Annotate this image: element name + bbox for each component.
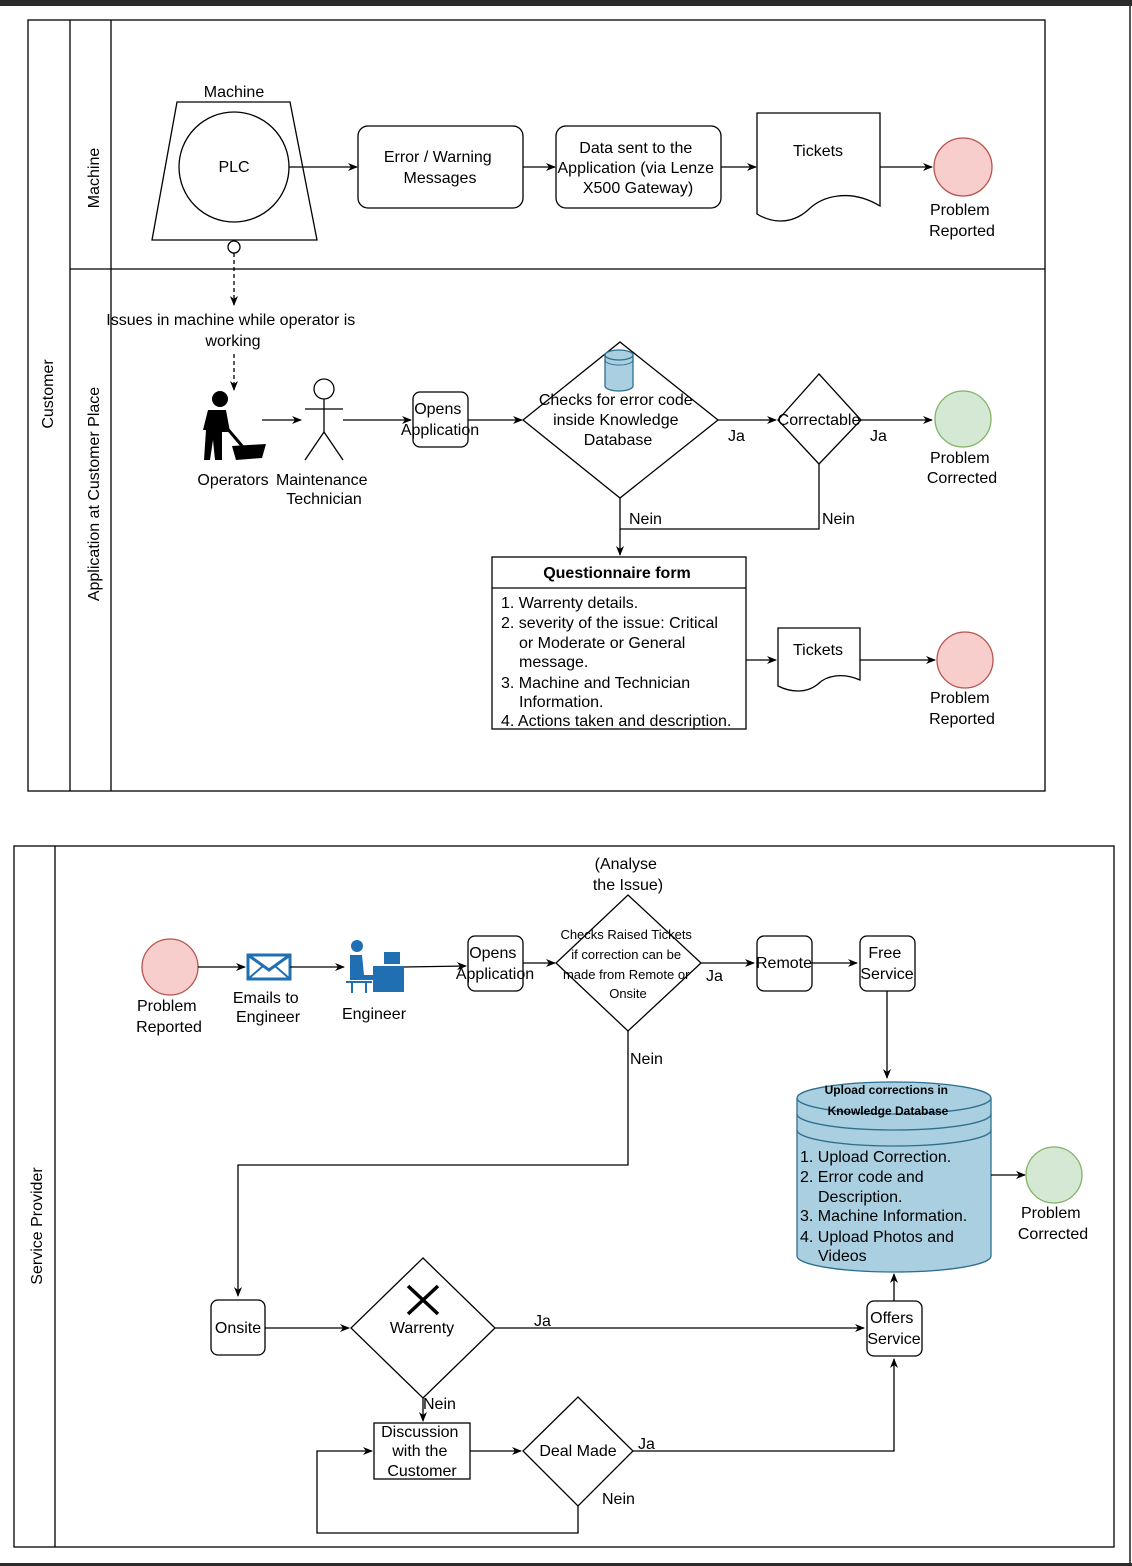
machine-label: Machine [204, 84, 265, 101]
offers-service-label: Offers Service [867, 1310, 920, 1348]
window-right-edge [1129, 6, 1131, 1563]
ja-warrenty-label: Ja [534, 1313, 551, 1330]
error-messages-label: Error / Warning Messages [384, 149, 496, 187]
plc-label: PLC [218, 159, 249, 176]
tickets-document-2[interactable] [777, 627, 861, 692]
ja-label-2: Ja [870, 428, 887, 445]
data-sent-label: Data sent to the Application (via Lenze … [558, 140, 719, 197]
problem-corrected-label-2: Problem Corrected [1018, 1205, 1088, 1243]
problem-corrected-event-1[interactable] [934, 390, 992, 448]
deal-made-label: Deal Made [539, 1443, 616, 1460]
arrow-deal-loop-to-discussion [316, 1447, 579, 1534]
correctable-label: Correctable [778, 412, 861, 429]
discussion-label: Discussion with the Customer [381, 1424, 463, 1480]
service-provider-label: Service Provider [29, 1167, 46, 1285]
tickets-label-1: Tickets [793, 143, 843, 160]
problem-reported-event-2[interactable] [936, 631, 994, 689]
engineer-desk-icon [346, 940, 404, 993]
window-bottom-bar [0, 1563, 1132, 1566]
application-lane: Issues in machine while operator is work… [106, 312, 997, 730]
knowledge-database-cylinder[interactable] [796, 1081, 992, 1273]
checks-error-label: Checks for error code inside Knowledge D… [539, 392, 697, 449]
opens-application-label-1: Opens Application [401, 401, 479, 439]
tickets-label-2: Tickets [793, 642, 843, 659]
window-top-bar [0, 0, 1132, 6]
machine-boundary-event [227, 240, 241, 254]
problem-reported-event-3[interactable] [141, 938, 199, 996]
problem-reported-label-1: Problem Reported [929, 202, 995, 240]
customer-pool-label: Customer [40, 359, 57, 429]
ja-label-1: Ja [728, 428, 745, 445]
analyse-note: (Analyse the Issue) [593, 856, 663, 894]
problem-reported-label-3: Problem Reported [136, 998, 202, 1036]
arrow-checks-to-onsite [234, 1031, 629, 1297]
upload-items: 1. Upload Correction. 2. Error code and … [800, 1149, 972, 1265]
upload-title: Upload corrections in Knowledge Database [825, 1083, 952, 1118]
free-service-label: Free Service [860, 945, 913, 983]
arrow-engineer-to-opens [403, 962, 467, 971]
warrenty-label: Warrenty [390, 1320, 454, 1337]
operator-worker-icon [203, 391, 266, 460]
nein-deal-label: Nein [602, 1491, 635, 1508]
opens-application-label-2: Opens Application [456, 945, 534, 983]
maintenance-technician-label: Maintenance Technician [276, 472, 372, 508]
maintenance-technician-actor[interactable] [304, 378, 344, 461]
onsite-label: Onsite [215, 1320, 261, 1337]
operators-label: Operators [197, 472, 268, 489]
machine-lane-label: Machine [86, 148, 103, 209]
nein-onsite-label: Nein [630, 1051, 663, 1068]
questionnaire-form[interactable] [491, 556, 747, 730]
problem-reported-label-2: Problem Reported [929, 690, 995, 728]
correctable-nein-connector [620, 464, 820, 530]
arrow-deal-to-offers [633, 1358, 898, 1452]
exclusive-gateway-x-icon [406, 1284, 440, 1316]
service-provider-content: (Analyse the Issue) Problem Reported Ema… [136, 856, 1088, 1534]
tickets-document-1[interactable] [756, 112, 881, 222]
problem-corrected-label-1: Problem Corrected [927, 450, 997, 487]
nein-label-2: Nein [822, 511, 855, 528]
nein-warrenty-label: Nein [423, 1396, 456, 1413]
checks-tickets-label: Checks Raised Tickets if correction can … [560, 927, 695, 1001]
ja-deal-label: Ja [638, 1436, 655, 1453]
error-messages-box[interactable] [357, 125, 524, 209]
remote-label: Remote [756, 955, 812, 972]
application-lane-label: Application at Customer Place [86, 387, 103, 601]
ja-remote-label: Ja [706, 968, 723, 985]
discussion-box[interactable] [373, 1422, 471, 1480]
database-icon [604, 349, 634, 392]
problem-reported-event-1[interactable] [933, 137, 993, 197]
emails-label: Emails to Engineer [233, 990, 303, 1026]
machine-lane: Machine PLC Error / Warning Messages Dat… [151, 84, 995, 306]
questionnaire-title: Questionnaire form [543, 565, 691, 582]
engineer-label: Engineer [342, 1006, 407, 1023]
email-envelope-icon [246, 953, 292, 981]
nein-label-1: Nein [629, 511, 662, 528]
questionnaire-items: 1. Warrenty details. 2. severity of the … [501, 595, 731, 730]
problem-corrected-event-2[interactable] [1025, 1146, 1083, 1204]
issues-note: Issues in machine while operator is work… [106, 312, 359, 350]
